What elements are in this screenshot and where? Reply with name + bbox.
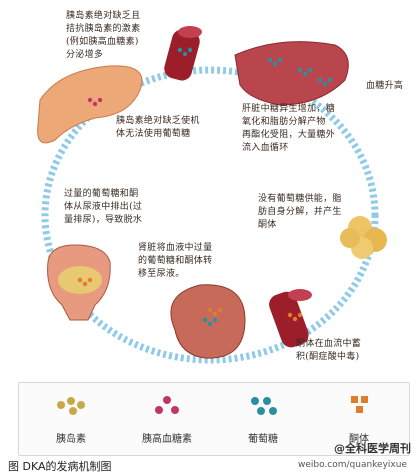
molecule-dot	[212, 311, 218, 317]
cycle-path	[41, 66, 379, 364]
molecule-dot	[87, 277, 93, 283]
molecule-dots	[77, 47, 333, 327]
glucagon-icon	[155, 396, 179, 414]
footer-url: weibo.com/quankeyixue	[297, 460, 407, 470]
molecule-dot	[77, 277, 83, 283]
legend-label: 酮体	[349, 434, 369, 445]
molecule-dot	[297, 312, 303, 318]
blood-vessel-top	[164, 26, 202, 81]
figure-caption: 图 DKA的发病机制图	[8, 460, 112, 473]
insulin-deficiency-text: 胰岛素绝对缺乏使机 体无法使用葡萄糖	[116, 116, 200, 139]
pancreas-text: 胰岛素绝对缺乏且 拮抗胰岛素的激素 (例如胰高血糖素) 分泌增多	[66, 11, 141, 60]
molecule-dot	[292, 316, 298, 322]
molecule-dot	[202, 317, 208, 323]
pancreas-organ	[37, 65, 143, 144]
fat-text: 没有葡萄糖供能，脂 肪自身分解，并产生 酮体	[258, 194, 342, 230]
molecule-dot	[272, 61, 278, 67]
molecule-dot	[322, 81, 328, 87]
liver-text: 肝脏中糖异生增加，糖 氧化和脂肪分解产物 再酯化受阻，大量糖外 流入血循环	[242, 104, 336, 153]
molecule-dot	[287, 312, 293, 318]
glucose-icon	[251, 397, 277, 415]
blood-vessel-bottom	[269, 289, 312, 348]
fat-cells	[340, 216, 387, 259]
legend-label: 胰高血糖素	[142, 434, 192, 445]
molecule-dot	[92, 101, 98, 107]
watermark: @全科医学周刊	[334, 442, 411, 455]
insulin-icon	[57, 397, 85, 415]
ketone-icon	[351, 396, 368, 413]
molecule-dot	[277, 57, 283, 63]
legend-label: 葡萄糖	[248, 434, 278, 445]
molecule-dot	[82, 281, 88, 287]
molecule-dot	[307, 67, 313, 73]
molecule-dot	[297, 67, 303, 73]
molecule-dot	[87, 97, 93, 103]
molecule-dot	[187, 47, 193, 53]
molecule-dot	[302, 71, 308, 77]
legend-box: 胰岛素 胰高血糖素 葡萄糖 酮体	[18, 382, 410, 456]
legend-glucose: 葡萄糖	[223, 393, 303, 449]
ketone-blood-text: 酮体在血流中蓄 积(酮症酸中毒)	[296, 339, 362, 362]
legend-glucagon: 胰高血糖素	[127, 393, 207, 449]
molecule-dot	[207, 321, 213, 327]
liver-organ	[234, 41, 349, 106]
molecule-dot	[97, 97, 103, 103]
molecule-dot	[177, 47, 183, 53]
molecule-dot	[327, 77, 333, 83]
legend-ketone: 酮体	[319, 393, 399, 449]
kidney-text: 肾脏将血液中过量 的葡萄糖和酮体转 移至尿液。	[138, 243, 213, 279]
molecule-dot	[217, 307, 223, 313]
molecule-dot	[212, 317, 218, 323]
high-glucose-text: 血糖升高	[366, 81, 404, 91]
molecule-dot	[267, 57, 273, 63]
molecule-dot	[317, 77, 323, 83]
kidney-organ	[170, 284, 246, 359]
molecule-dot	[182, 51, 188, 57]
excretion-text: 过量的葡萄糖和酮 体从尿液中排出(过 量排尿)，导致脱水	[64, 189, 143, 225]
molecule-dot	[207, 307, 213, 313]
legend-insulin: 胰岛素	[31, 393, 111, 449]
legend-label: 胰岛素	[56, 434, 86, 445]
